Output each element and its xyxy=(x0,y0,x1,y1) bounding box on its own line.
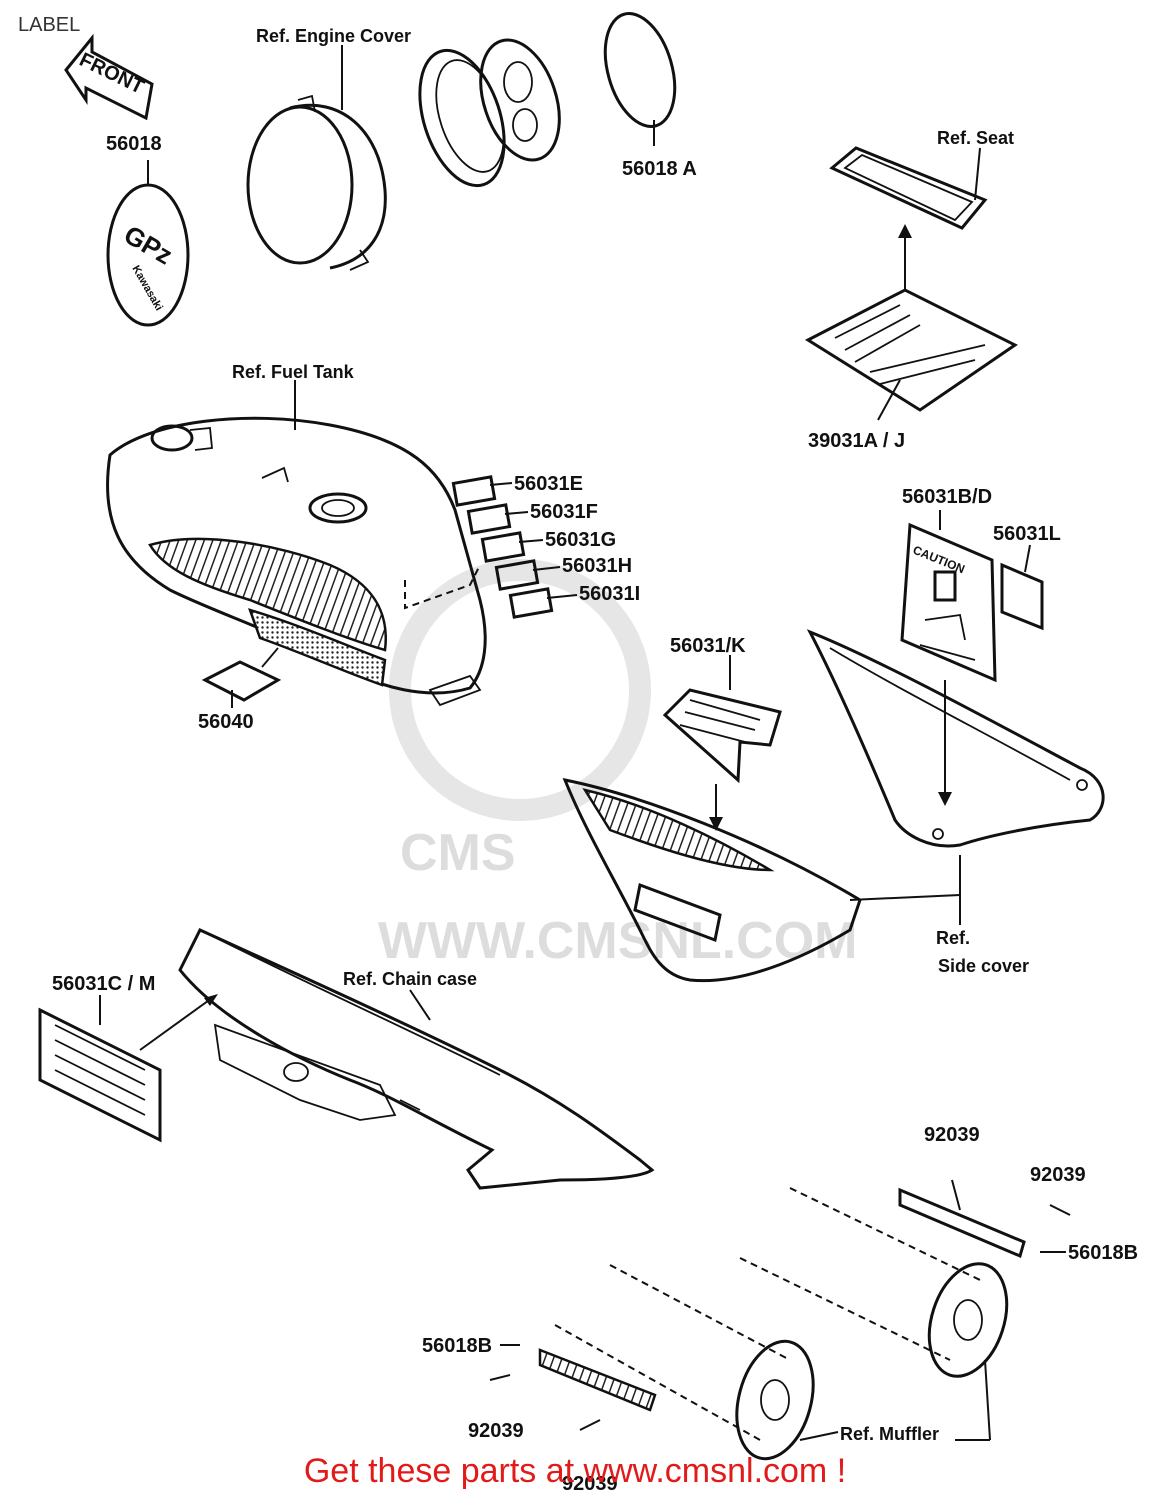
page-title: LABEL xyxy=(18,14,81,36)
caution-label-drawing: CAUTION xyxy=(900,522,1044,683)
part-56031g: 56031G xyxy=(545,529,616,551)
seat-drawing xyxy=(804,146,1018,412)
part-56018: 56018 xyxy=(106,133,162,155)
part-56031bd: 56031B/D xyxy=(902,486,992,508)
muffler-drawing xyxy=(489,1179,1071,1461)
part-56018b-right: 56018B xyxy=(1068,1242,1138,1264)
part-56031l: 56031L xyxy=(993,523,1061,545)
fuel-tank-drawing xyxy=(106,416,487,707)
ref-side-cover-label-2: Side cover xyxy=(938,956,1029,976)
watermark: CMS WWW.CMSNL.COM xyxy=(378,559,857,970)
ref-fuel-tank-label: Ref. Fuel Tank xyxy=(232,362,355,382)
watermark-logo: CMS xyxy=(400,824,516,882)
ref-side-cover-label-1: Ref. xyxy=(936,928,970,948)
emblem-main-text: GPz xyxy=(119,219,178,270)
side-panel-drawing xyxy=(562,688,862,983)
front-arrow-sticker: FRONT xyxy=(64,33,154,121)
ref-engine-cover-label: Ref. Engine Cover xyxy=(256,26,411,46)
gpz-emblem: GPz Kawasaki xyxy=(106,183,190,327)
part-56031k: 56031/K xyxy=(670,635,746,657)
part-39031: 39031A / J xyxy=(808,430,905,452)
ref-chain-case-label: Ref. Chain case xyxy=(343,969,477,989)
part-92039-left: 92039 xyxy=(468,1420,524,1442)
chain-case-drawing xyxy=(178,928,655,1190)
ref-seat-label: Ref. Seat xyxy=(937,128,1014,148)
labels: Ref. Engine Cover Ref. Seat Ref. Fuel Ta… xyxy=(52,26,1138,1495)
watermark-mascot xyxy=(389,559,651,821)
watermark-text: WWW.CMSNL.COM xyxy=(378,912,857,970)
engine-cover-drawing xyxy=(246,12,677,271)
part-56031h: 56031H xyxy=(562,555,632,577)
part-56018b-left: 56018B xyxy=(422,1335,492,1357)
part-92039-top: 92039 xyxy=(924,1124,980,1146)
part-56031e: 56031E xyxy=(514,473,583,495)
footer-link-text[interactable]: Get these parts at www.cmsnl.com ! xyxy=(303,1452,847,1490)
emblem-sub-text: Kawasaki xyxy=(129,264,164,313)
label-56031cm-drawing xyxy=(38,994,218,1143)
part-56031f: 56031F xyxy=(530,501,598,523)
part-92039-right: 92039 xyxy=(1030,1164,1086,1186)
leader-lines xyxy=(99,45,1066,1441)
part-92039-bottom: 92039 xyxy=(562,1473,618,1495)
part-56018a: 56018 A xyxy=(622,158,697,180)
ref-muffler-label: Ref. Muffler xyxy=(840,1424,939,1444)
label-56040-drawing xyxy=(201,647,282,702)
part-56031cm: 56031C / M xyxy=(52,973,155,995)
part-56040: 56040 xyxy=(198,711,254,733)
side-cover-drawing xyxy=(806,629,1105,848)
part-56031i: 56031I xyxy=(579,583,640,605)
small-labels-stack xyxy=(451,475,578,619)
